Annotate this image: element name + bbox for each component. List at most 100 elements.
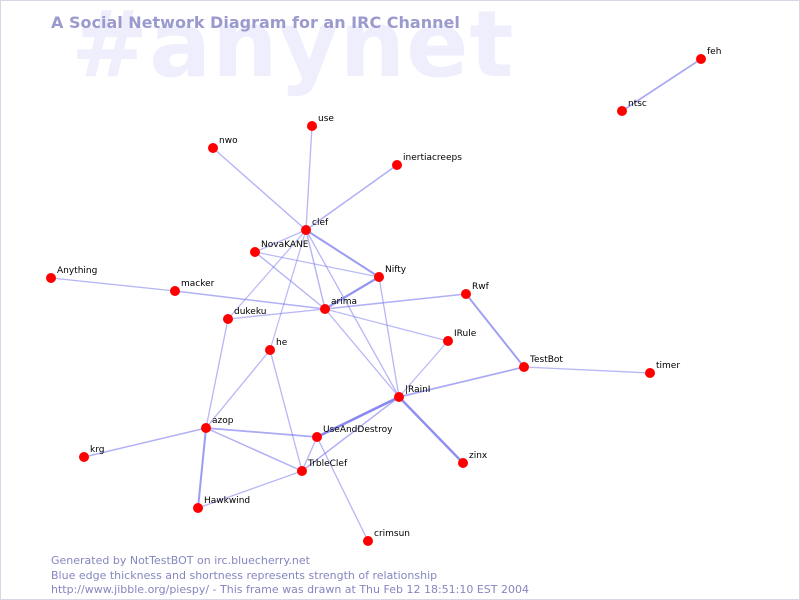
node-label: arima	[331, 297, 357, 307]
edge-use-clef	[305, 125, 313, 231]
edge-clef-he	[269, 229, 307, 351]
node-dot	[363, 536, 373, 546]
node-clef: clef	[301, 218, 329, 235]
node-label: dukeku	[234, 307, 266, 317]
node-label: UseAndDestroy	[323, 425, 393, 435]
node-label: Hawkwind	[204, 496, 250, 506]
edge-clef-novakane	[254, 229, 307, 253]
node-dot	[696, 54, 706, 64]
edge-novakane-arima	[254, 251, 326, 310]
edge-useanddestroy-crimsun	[316, 436, 369, 542]
node-label: ntsc	[628, 99, 647, 109]
node-dot	[301, 225, 311, 235]
edge-he-azop	[205, 349, 271, 429]
edge-he-trbleclef	[269, 349, 303, 472]
edge-clef-iraini	[305, 229, 400, 398]
node-inertiacreeps: inertiacreeps	[392, 153, 462, 170]
node-useanddestroy: UseAndDestroy	[312, 425, 393, 442]
node-label: Anything	[57, 266, 97, 276]
node-dot	[519, 362, 529, 372]
node-dot	[250, 247, 260, 257]
edge-novakane-nifty	[254, 251, 380, 278]
edge-azop-hawkwind	[196, 426, 208, 510]
node-dot	[46, 273, 56, 283]
edge-useanddestroy-trbleclef	[301, 436, 318, 472]
node-label: clef	[312, 218, 329, 228]
edge-clef-nifty	[304, 228, 381, 279]
node-dukeku: dukeku	[223, 307, 266, 324]
node-label: IRule	[454, 329, 477, 339]
node-dot	[458, 458, 468, 468]
node-label: azop	[212, 416, 234, 426]
node-dot	[79, 452, 89, 462]
node-dot	[170, 286, 180, 296]
node-label: TestBot	[529, 355, 563, 365]
node-dot	[265, 345, 275, 355]
node-dot	[307, 121, 317, 131]
node-dot	[461, 289, 471, 299]
edge-feh-ntsc	[621, 58, 702, 112]
node-feh: feh	[696, 47, 721, 64]
node-label: |RainI	[405, 385, 430, 395]
node-label: feh	[707, 47, 721, 57]
node-rwf: Rwf	[461, 282, 490, 299]
edge-arima-rwf	[324, 293, 467, 310]
edge-nwo-clef	[212, 147, 307, 231]
node-label: macker	[181, 279, 215, 289]
edge-clef-dukeku	[227, 229, 307, 320]
channel-watermark: #anynet	[71, 0, 515, 98]
node-hawkwind: Hawkwind	[193, 496, 250, 513]
edge-iraini-useanddestroy	[315, 395, 401, 439]
node-dot	[374, 272, 384, 282]
node-dot	[208, 143, 218, 153]
edge-clef-arima	[305, 229, 326, 310]
node-arima: arima	[320, 297, 357, 314]
edge-azop-krg	[83, 427, 207, 458]
node-dot	[320, 304, 330, 314]
edge-anything-macker	[50, 277, 176, 292]
edge-arima-dukeku	[227, 308, 326, 320]
node-label: crimsun	[374, 529, 410, 539]
edge-nifty-iraini	[378, 276, 400, 398]
edge-azop-useanddestroy	[205, 427, 318, 438]
node-dot	[617, 106, 627, 116]
node-dot	[223, 314, 233, 324]
node-label: inertiacreeps	[403, 153, 462, 163]
edges-layer	[50, 58, 702, 542]
node-dot	[392, 160, 402, 170]
node-label: timer	[656, 361, 680, 371]
node-label: NovaKANE	[261, 240, 309, 250]
node-dot	[394, 392, 404, 402]
node-use: use	[307, 114, 334, 131]
node-timer: timer	[645, 361, 680, 378]
node-novakane: NovaKANE	[250, 240, 309, 257]
node-label: Nifty	[385, 265, 407, 275]
footer-generated-by: Generated by NotTestBOT on irc.bluecherr…	[51, 554, 310, 567]
edge-trbleclef-hawkwind	[197, 470, 303, 509]
node-label: he	[276, 338, 288, 348]
node-label: Rwf	[472, 282, 490, 292]
node-crimsun: crimsun	[363, 529, 410, 546]
edge-azop-trbleclef	[205, 427, 303, 472]
node-label: zinx	[469, 451, 488, 461]
node-zinx: zinx	[458, 451, 488, 468]
edge-nifty-arima	[323, 275, 381, 311]
edge-testbot-timer	[523, 366, 651, 374]
edge-arima-iraini	[324, 308, 400, 398]
node-label: krg	[90, 445, 104, 455]
footer-timestamp: http://www.jibble.org/piespy/ - This fra…	[51, 583, 530, 596]
footer-legend-note: Blue edge thickness and shortness repres…	[51, 568, 438, 582]
footer: Generated by NotTestBOT on irc.bluecherr…	[51, 554, 529, 598]
edge-inertiacreeps-clef	[305, 164, 398, 231]
node-dot	[312, 432, 322, 442]
node-dot	[193, 503, 203, 513]
edge-arima-irule	[324, 308, 449, 342]
node-macker: macker	[170, 279, 215, 296]
edge-iraini-trbleclef	[301, 396, 400, 472]
node-azop: azop	[201, 416, 234, 433]
nodes-layer: fehntscusenwoinertiacreepsclefNovaKANENi…	[46, 47, 721, 546]
node-nifty: Nifty	[374, 265, 407, 282]
edge-iraini-zinx	[397, 395, 465, 465]
